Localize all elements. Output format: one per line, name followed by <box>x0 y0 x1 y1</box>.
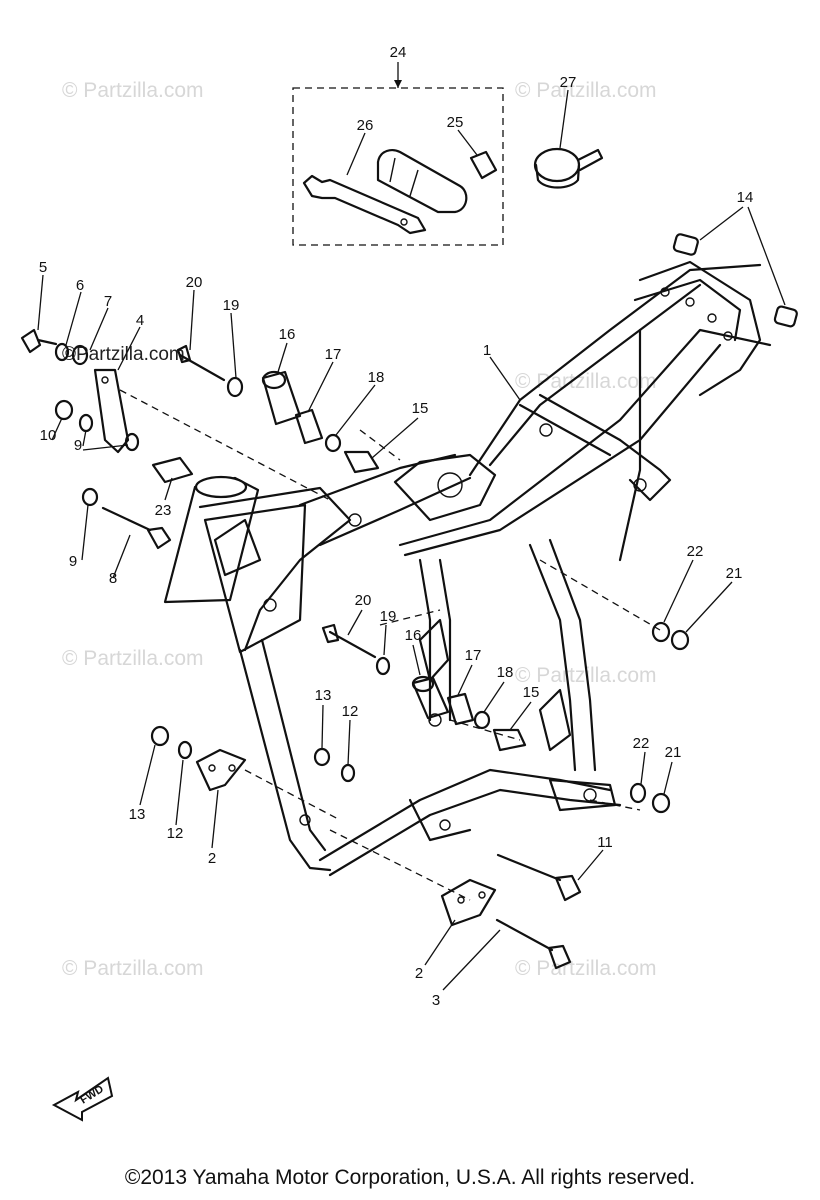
callout-17: 17 <box>465 647 482 664</box>
watermark: © Partzilla.com <box>62 647 204 670</box>
callout-25: 25 <box>447 114 464 131</box>
callout-16: 16 <box>279 326 296 343</box>
callout-23: 23 <box>155 502 172 519</box>
callout-1: 1 <box>483 342 491 359</box>
callout-13: 13 <box>315 687 332 704</box>
callout-18: 18 <box>497 664 514 681</box>
callout-24: 24 <box>390 44 407 61</box>
callout-22: 22 <box>687 543 704 560</box>
main-frame-part <box>163 260 772 877</box>
callout-9: 9 <box>74 437 82 454</box>
callout-16: 16 <box>405 627 422 644</box>
callout-4: 4 <box>136 312 144 329</box>
callout-19: 19 <box>380 608 397 625</box>
cap-27-part <box>533 89 604 189</box>
left-hardware <box>20 274 194 579</box>
wrench-part <box>302 174 427 235</box>
callout-13: 13 <box>129 806 146 823</box>
watermark: © Partzilla.com <box>62 957 204 980</box>
assembly-guides <box>119 389 661 901</box>
bumpers-14 <box>672 206 798 328</box>
callout-21: 21 <box>665 744 682 761</box>
callout-15: 15 <box>412 400 429 417</box>
watermarks: © Partzilla.com © Partzilla.com © Partzi… <box>62 79 657 980</box>
callout-8: 8 <box>109 570 117 587</box>
copyright-notice: ©2013 Yamaha Motor Corporation, U.S.A. A… <box>124 1166 696 1189</box>
tool-kit-group <box>292 62 504 246</box>
callout-5: 5 <box>39 259 47 276</box>
callout-21: 21 <box>726 565 743 582</box>
tool-25-part <box>469 150 498 180</box>
callout-15: 15 <box>523 684 540 701</box>
callout-11: 11 <box>597 834 613 851</box>
callout-14: 14 <box>737 189 754 206</box>
lower-right-hardware <box>424 751 673 991</box>
callout-7: 7 <box>104 293 112 310</box>
callout-10: 10 <box>40 427 57 444</box>
fwd-arrow-icon: FWD <box>51 1076 114 1122</box>
callout-2: 2 <box>208 850 216 867</box>
callout-20: 20 <box>355 592 372 609</box>
right-upper-hardware <box>651 559 733 651</box>
callout-18: 18 <box>368 369 385 386</box>
callout-26: 26 <box>357 117 374 134</box>
callout-20: 20 <box>186 274 203 291</box>
watermark: © Partzilla.com <box>62 79 204 102</box>
upper-center-hardware <box>176 289 521 474</box>
lower-left-hardware <box>139 704 356 849</box>
tool-kit-box <box>292 87 504 246</box>
watermark: © Partzilla.com <box>515 664 657 687</box>
callout-12: 12 <box>342 703 359 720</box>
callout-22: 22 <box>633 735 650 752</box>
lower-center-hardware <box>321 609 532 752</box>
callout-17: 17 <box>325 346 342 363</box>
callout-27: 27 <box>560 74 577 91</box>
callout-19: 19 <box>223 297 240 314</box>
callout-12: 12 <box>167 825 184 842</box>
callout-3: 3 <box>432 992 440 1009</box>
callout-9: 9 <box>69 553 77 570</box>
watermark: © Partzilla.com <box>515 957 657 980</box>
watermark: © Partzilla.com <box>515 79 657 102</box>
tool-bag-part <box>376 149 468 214</box>
callout-2: 2 <box>415 965 423 982</box>
watermark: © Partzilla.com <box>515 370 657 393</box>
watermark: ©Partzilla.com <box>62 344 185 365</box>
callout-6: 6 <box>76 277 84 294</box>
callout-labels: 24 26 25 27 14 5 6 7 4 20 19 16 17 18 15… <box>39 44 754 1009</box>
